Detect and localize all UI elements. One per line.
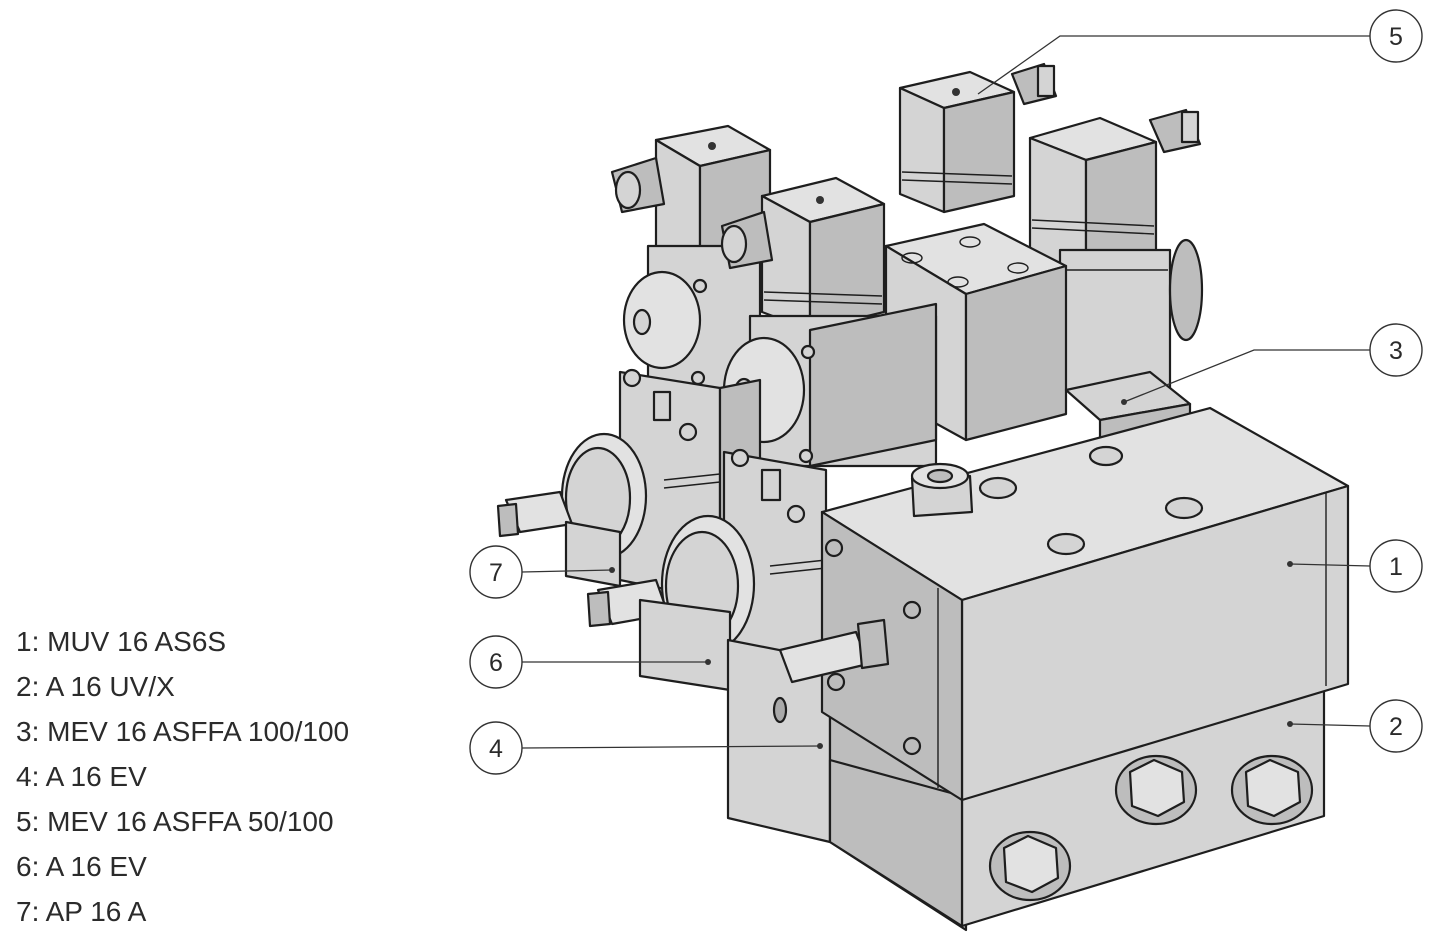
base-block-2 [828,678,1326,928]
callout-3: 3 [1369,323,1423,377]
callout-7-label: 7 [489,559,503,587]
left-solenoid-valve-front [720,176,938,468]
back-solenoid-valve-right [898,62,1058,214]
callout-1-label: 1 [1389,553,1403,581]
callout-7: 7 [469,545,523,599]
sandwich-plate-6 [638,598,732,692]
callout-2: 2 [1369,699,1423,753]
legend-item-4: 4: A 16 EV [16,761,147,792]
callout-2-label: 2 [1389,713,1403,741]
legend-item-3: 3: MEV 16 ASFFA 100/100 [16,716,350,747]
sandwich-plate-7 [564,520,622,588]
parts-legend: 1: MUV 16 AS6S 2: A 16 UV/X 3: MEV 16 AS… [16,624,349,939]
callout-4-label: 4 [489,735,503,763]
callout-5: 5 [1369,9,1423,63]
legend-item-2: 2: A 16 UV/X [16,671,175,702]
callout-1: 1 [1369,539,1423,593]
legend-item-6: 6: A 16 EV [16,851,147,882]
callout-3-label: 3 [1389,337,1403,365]
legend-item-7: 7: AP 16 A [16,896,147,927]
callout-5-label: 5 [1389,23,1403,51]
callout-6-label: 6 [489,649,503,677]
main-block-1 [778,406,1350,802]
callout-6: 6 [469,635,523,689]
callout-4: 4 [469,721,523,775]
back-solenoid-valve-far-right [1028,108,1204,392]
left-solenoid-valve-back [610,124,772,392]
legend-item-5: 5: MEV 16 ASFFA 50/100 [16,806,334,837]
legend-item-1: 1: MUV 16 AS6S [16,626,227,657]
leader-lines [521,35,1371,749]
